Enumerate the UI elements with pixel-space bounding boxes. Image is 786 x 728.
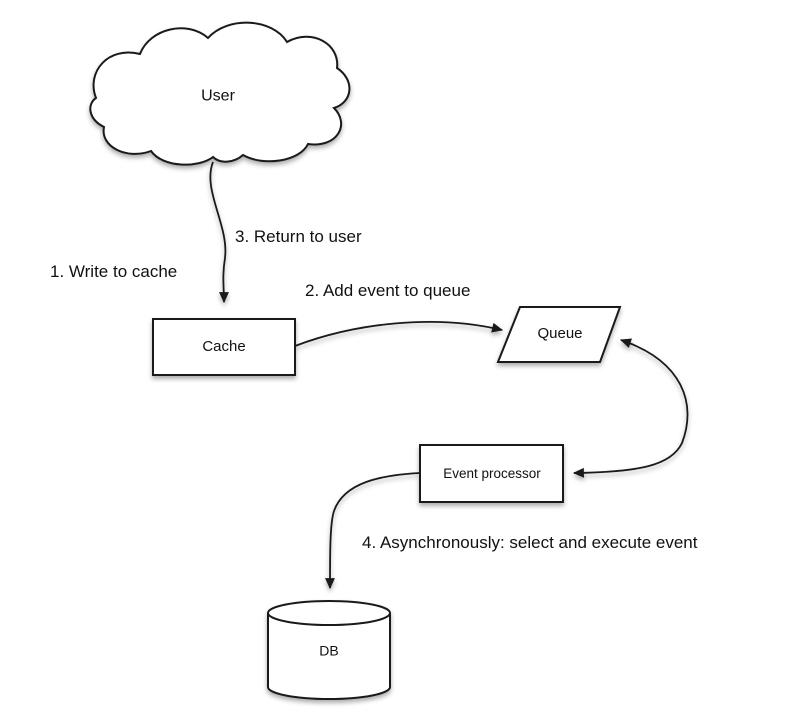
event-processor-node-label: Event processor (443, 465, 541, 481)
db-cylinder-shape (267, 600, 391, 700)
arrow-event-processor-to-db (325, 472, 421, 590)
step-3-return-to-user-label: 3. Return to user (235, 226, 362, 246)
cache-box-shape (152, 318, 296, 376)
arrow-user-to-cache (209, 161, 229, 304)
step-1-write-to-cache-label: 1. Write to cache (50, 261, 178, 281)
step-4-asynchronously-label: 4. Asynchronously: select and execute ev… (362, 532, 698, 552)
db-cylinder-body (267, 613, 391, 700)
db-node-label: DB (319, 642, 339, 659)
arrow-cache-to-queue (294, 321, 504, 347)
step-2-add-event-to-queue-label: 2. Add event to queue (305, 280, 471, 300)
queue-node-label: Queue (537, 325, 583, 342)
user-cloud-shape (89, 21, 351, 166)
cache-node-label: Cache (202, 338, 246, 355)
db-cylinder-top (267, 600, 391, 626)
user-node-label: User (201, 87, 235, 105)
arrow-queue-event-processor-bidirectional (572, 338, 689, 478)
